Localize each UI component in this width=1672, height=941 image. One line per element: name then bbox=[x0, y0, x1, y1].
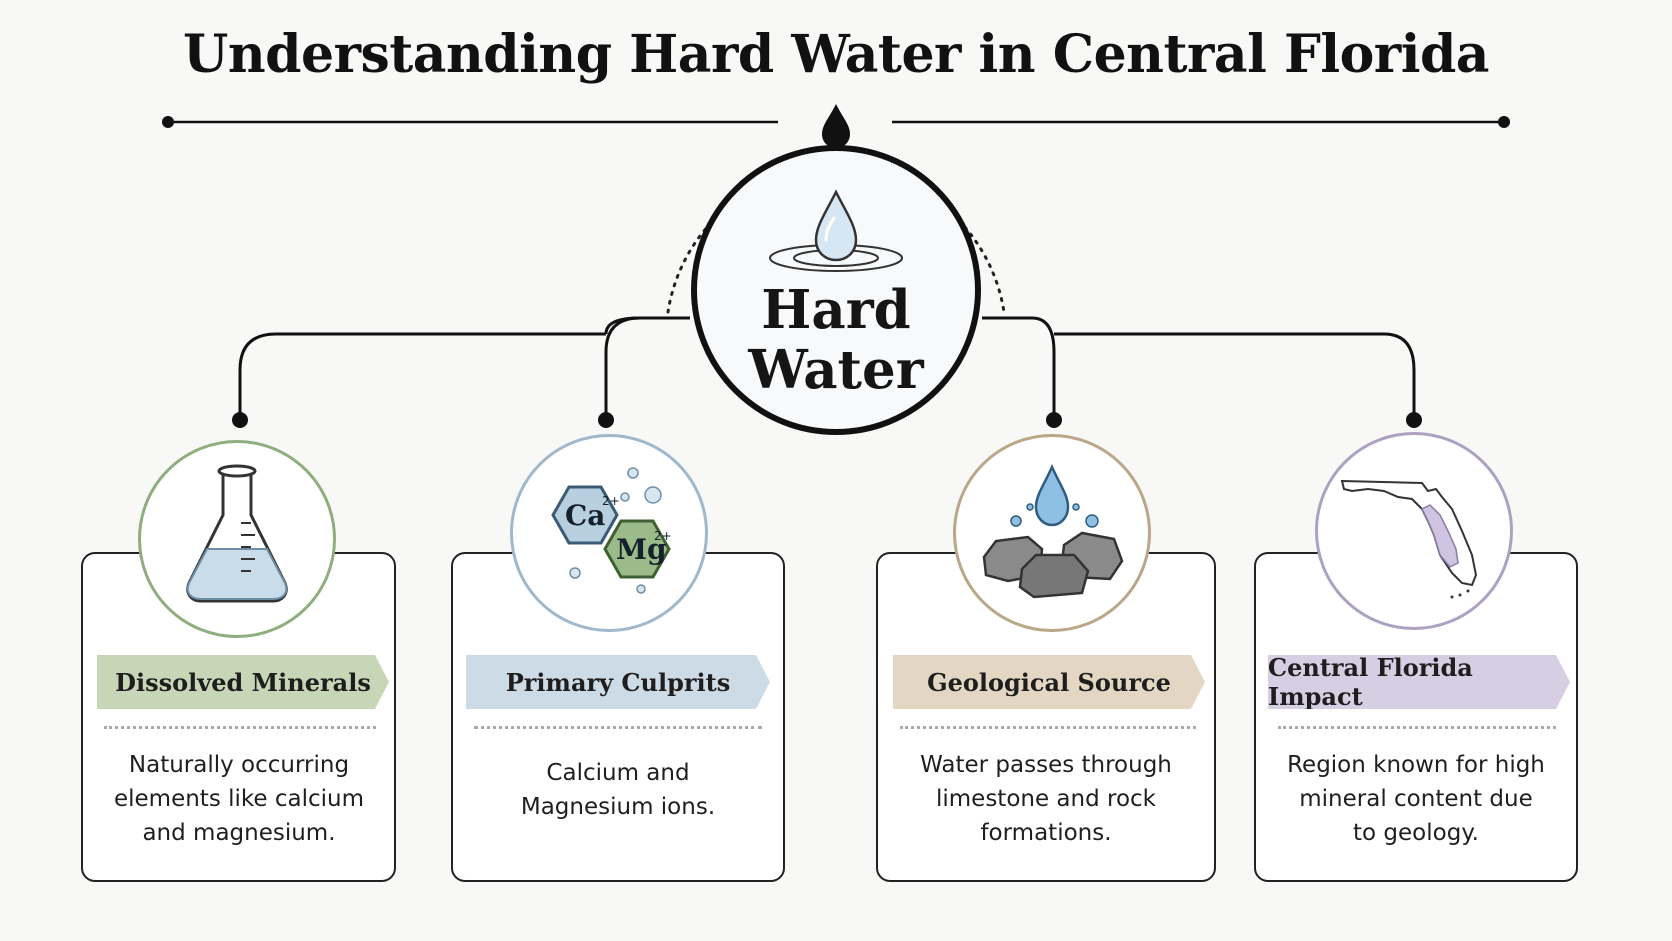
icon-circle-dissolved-minerals bbox=[138, 440, 336, 638]
heading-central-florida-impact: Central Florida Impact bbox=[1268, 655, 1570, 709]
desc-line: and magnesium. bbox=[142, 820, 336, 846]
magnesium-charge: 2+ bbox=[654, 529, 672, 543]
desc-line: Water passes through bbox=[920, 752, 1172, 778]
page-title: Understanding Hard Water in Central Flor… bbox=[183, 24, 1490, 85]
title-drop-icon bbox=[822, 104, 850, 148]
icon-circle-central-florida-impact bbox=[1315, 432, 1513, 630]
desc-primary-culprits: Calcium and Magnesium ions. bbox=[466, 756, 770, 824]
flask-icon bbox=[186, 464, 288, 603]
desc-line: to geology. bbox=[1353, 820, 1479, 846]
calcium-charge: 2+ bbox=[602, 494, 620, 508]
desc-dissolved-minerals: Naturally occurring elements like calciu… bbox=[96, 748, 382, 850]
hard-water-line2: Water bbox=[748, 339, 924, 401]
hard-water-line1: Hard bbox=[761, 279, 911, 341]
desc-line: mineral content due bbox=[1299, 786, 1533, 812]
water-drop-icon bbox=[769, 189, 903, 272]
desc-geological-source: Water passes through limestone and rock … bbox=[892, 748, 1200, 850]
calcium-symbol: Ca bbox=[565, 499, 605, 532]
desc-line: formations. bbox=[980, 820, 1112, 846]
icon-circle-primary-culprits: Ca 2+ Mg 2+ bbox=[510, 434, 708, 632]
heading-primary-culprits: Primary Culprits bbox=[466, 655, 770, 709]
magnesium-symbol: Mg bbox=[616, 533, 667, 566]
florida-map-icon bbox=[1340, 479, 1478, 599]
desc-central-florida-impact: Region known for high mineral content du… bbox=[1268, 748, 1564, 850]
desc-line: elements like calcium bbox=[113, 786, 365, 812]
divider-dots bbox=[1278, 726, 1556, 729]
hard-water-circle bbox=[691, 145, 981, 435]
divider-dots bbox=[474, 726, 762, 729]
divider-dots bbox=[900, 726, 1196, 729]
heading-dissolved-minerals: Dissolved Minerals bbox=[97, 655, 389, 709]
rocks-water-icon bbox=[982, 463, 1124, 599]
hard-water-label: Hard Water bbox=[686, 280, 986, 400]
desc-line: Region known for high bbox=[1287, 752, 1545, 778]
desc-line: Naturally occurring bbox=[128, 752, 350, 778]
ions-icon: Ca 2+ Mg 2+ bbox=[551, 467, 672, 594]
desc-line: Magnesium ions. bbox=[520, 794, 716, 820]
heading-geological-source: Geological Source bbox=[893, 655, 1205, 709]
desc-line: limestone and rock bbox=[935, 786, 1157, 812]
divider-dots bbox=[104, 726, 376, 729]
icon-circle-geological-source bbox=[953, 434, 1151, 632]
desc-line: Calcium and bbox=[546, 760, 690, 786]
